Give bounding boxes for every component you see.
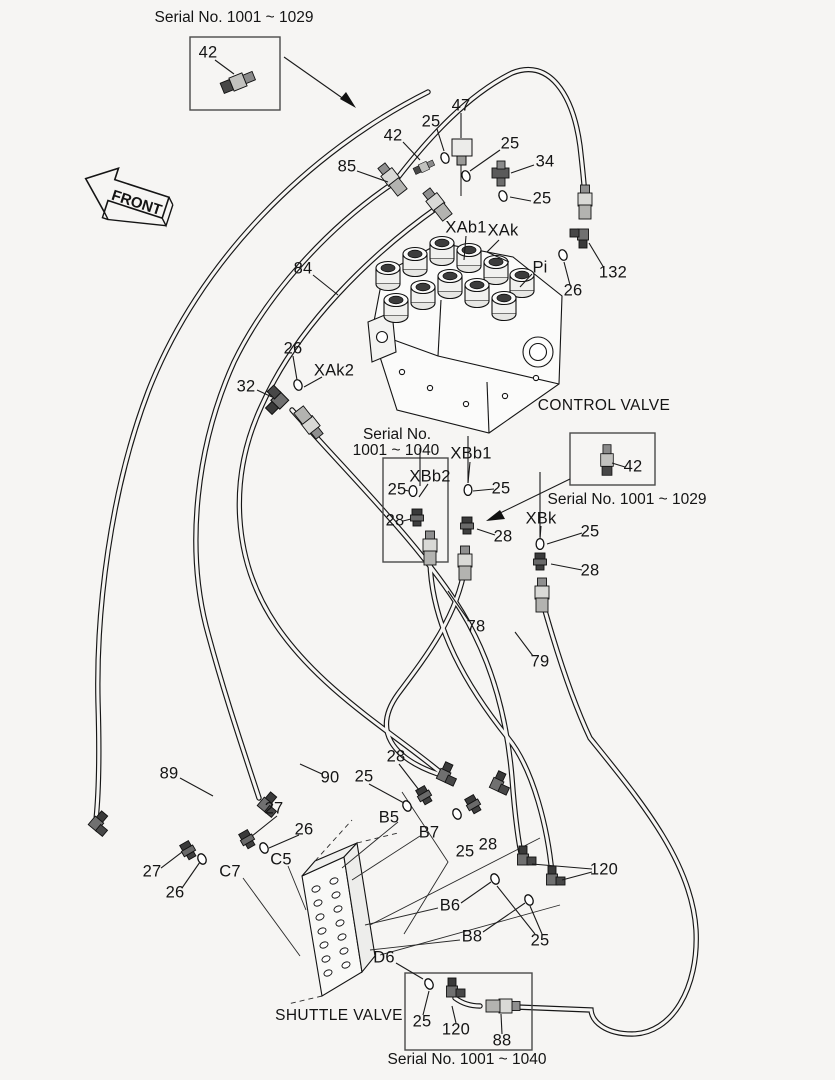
callout-25-top-a: 25 (421, 112, 441, 131)
callout-25-b7: 25 (455, 842, 475, 861)
callout-25-xbb2: 25 (387, 480, 407, 499)
callout-25-xbk: 25 (580, 522, 600, 541)
callout-D6: D6 (373, 948, 395, 967)
callout-B8: B8 (461, 927, 483, 946)
callout-90: 90 (320, 768, 340, 787)
callout-47: 47 (451, 96, 471, 115)
callout-XAk: XAk (487, 221, 519, 240)
callout-79: 79 (530, 652, 550, 671)
shuttle-valve-label: SHUTTLE VALVE (275, 1007, 403, 1024)
callout-84: 84 (293, 259, 313, 278)
callout-25-b6b8: 25 (530, 931, 550, 950)
callout-32: 32 (236, 377, 256, 396)
fittings (87, 138, 593, 1014)
callout-42-top: 42 (383, 126, 403, 145)
callout-42-inset-top: 42 (198, 43, 218, 62)
serial-note-bottom: Serial No. 1001 ~ 1040 (387, 1051, 547, 1068)
callout-26-c5: 26 (294, 820, 314, 839)
inset-box-top-left (189, 36, 356, 111)
callout-25-top-c: 25 (532, 189, 552, 208)
callout-25-b5: 25 (354, 767, 374, 786)
callout-XBb2: XBb2 (409, 467, 451, 486)
port-connector-lines (242, 791, 561, 957)
serial-note-top: Serial No. 1001 ~ 1029 (154, 9, 314, 26)
callout-120-mid: 120 (589, 860, 619, 879)
callout-26-xak2: 26 (283, 339, 303, 358)
callout-C5: C5 (270, 850, 292, 869)
callout-C7: C7 (219, 862, 241, 881)
callout-27-c5: 27 (264, 799, 284, 818)
callout-28-b5: 28 (386, 747, 406, 766)
inset-box-mid-right (486, 432, 656, 521)
callout-28-xbb1: 28 (493, 527, 513, 546)
control-valve-label: CONTROL VALVE (537, 397, 671, 414)
callout-XAk2: XAk2 (313, 361, 355, 380)
tee-fitting-34 (491, 160, 510, 187)
callout-34: 34 (535, 152, 555, 171)
callout-28-xbb2: 28 (385, 511, 405, 530)
leader-lines (160, 59, 626, 1035)
callout-27-c7: 27 (142, 862, 162, 881)
callout-28-b7: 28 (478, 835, 498, 854)
callout-120-inset-bottom: 120 (441, 1020, 471, 1039)
inset-box-bottom (404, 972, 533, 1051)
callout-26-pi: 26 (563, 281, 583, 300)
callout-88: 88 (492, 1031, 512, 1050)
callout-42-inset-right: 42 (623, 457, 643, 476)
serial-note-mid-line1: Serial No. (362, 426, 432, 443)
callout-132: 132 (598, 263, 628, 282)
callout-25-inset-bottom: 25 (412, 1012, 432, 1031)
callout-XBb1: XBb1 (450, 444, 492, 463)
callout-26-c7: 26 (165, 883, 185, 902)
callout-85: 85 (337, 157, 357, 176)
callout-XAb1: XAb1 (445, 218, 487, 237)
serial-note-mid-line2: 1001 ~ 1040 (352, 442, 440, 459)
solenoid-47 (451, 138, 473, 196)
callout-B5: B5 (378, 808, 400, 827)
callout-89: 89 (159, 764, 179, 783)
callout-B7: B7 (418, 823, 440, 842)
callout-78: 78 (466, 617, 486, 636)
callout-XBk: XBk (525, 509, 557, 528)
callout-28-xbk: 28 (580, 561, 600, 580)
callout-Pi: Pi (532, 258, 548, 277)
callout-25-xbb1: 25 (491, 479, 511, 498)
callout-25-top-b: 25 (500, 134, 520, 153)
inset-box-mid-left (382, 457, 449, 563)
callout-B6: B6 (439, 896, 461, 915)
control-valve-body (367, 235, 563, 434)
serial-note-right: Serial No. 1001 ~ 1029 (547, 491, 707, 508)
shuttle-valve-body (287, 819, 399, 1005)
